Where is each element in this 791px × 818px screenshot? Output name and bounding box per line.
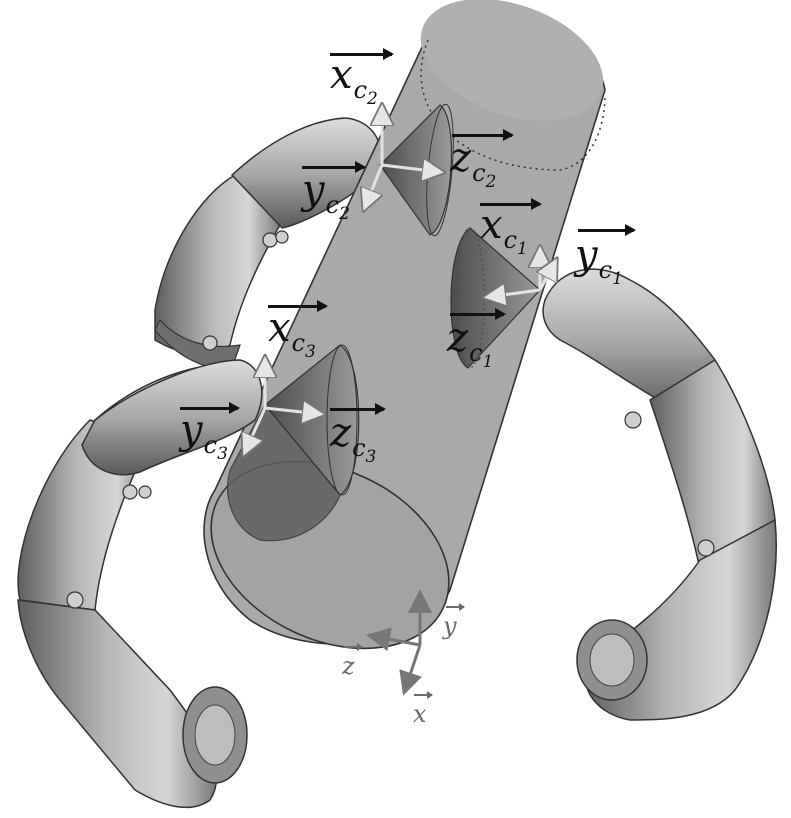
vector-arrow-x-c2: [330, 48, 394, 59]
label-z-c1: zc1: [447, 318, 493, 382]
label-y-c2-base: y: [302, 167, 325, 213]
label-y-c2: yc2: [302, 170, 350, 234]
label-x-c1-sub: c: [503, 226, 518, 254]
contact-frame-1: [488, 250, 555, 297]
finger-3-distal: [81, 359, 263, 476]
label-x-c3-sub: c: [291, 329, 306, 357]
label-y-c1: yc1: [575, 235, 623, 299]
label-object-y: y: [443, 612, 457, 640]
vector-arrow-y-c2: [302, 161, 366, 172]
label-z-c1-sub: c: [469, 339, 483, 367]
vector-arrow-y-c1: [578, 224, 636, 235]
label-x-c3-base: x: [268, 305, 291, 351]
label-z-c1-base: z: [447, 315, 469, 361]
vector-arrow-y-c3: [180, 402, 240, 413]
label-x-c2-subsub: 2: [367, 89, 378, 109]
vector-arrow-z-c1: [450, 308, 506, 319]
label-y-c3-subsub: 3: [217, 444, 228, 464]
contact-frame-3: [245, 360, 320, 452]
label-y-c1-sub: c: [598, 256, 613, 284]
finger-2: [154, 117, 382, 370]
label-x-c2-sub: c: [353, 76, 368, 104]
label-z-c3-subsub: 3: [365, 447, 377, 467]
label-x-c1-subsub: 1: [517, 239, 528, 259]
label-x-c2: xc2: [330, 55, 378, 119]
vector-arrow-x-c3: [268, 300, 328, 311]
cylinder-object: [203, 0, 606, 650]
label-x-c3-subsub: 3: [305, 342, 316, 362]
label-z-c2-sub: c: [472, 159, 486, 187]
label-y-c1-base: y: [575, 232, 598, 278]
label-z-c3-base: z: [330, 410, 352, 456]
vector-arrow-x-c1: [480, 198, 542, 209]
vector-arrow-z-c2: [452, 129, 514, 140]
vector-arrow-z-c3: [330, 403, 386, 414]
label-object-z: z: [342, 652, 355, 680]
label-x-c1: xc1: [480, 205, 528, 269]
label-x-c2-base: x: [330, 52, 353, 98]
label-z-c2-subsub: 2: [485, 172, 497, 192]
label-y-c3: yc3: [180, 410, 228, 474]
label-object-x: x: [413, 700, 427, 728]
label-y-c3-base: y: [180, 407, 203, 453]
label-x-c1-base: x: [480, 202, 503, 248]
vector-arrow-object-z: [344, 643, 363, 650]
label-z-c2-base: z: [450, 135, 472, 181]
label-y-c2-subsub: 2: [339, 204, 350, 224]
object-frame: [366, 589, 432, 696]
vector-arrow-object-x: [414, 691, 433, 698]
vector-arrow-object-y: [446, 603, 465, 610]
label-z-c3-sub: c: [352, 434, 366, 462]
label-x-c3: xc3: [268, 308, 316, 372]
label-y-c2-sub: c: [325, 191, 340, 219]
label-z-c2: zc2: [450, 138, 496, 202]
label-z-c3: zc3: [330, 413, 376, 477]
label-y-c3-sub: c: [203, 431, 218, 459]
contact-frame-2: [365, 108, 440, 207]
finger-1: [542, 268, 777, 721]
label-y-c1-subsub: 1: [612, 269, 623, 289]
label-z-c1-subsub: 1: [482, 352, 494, 372]
